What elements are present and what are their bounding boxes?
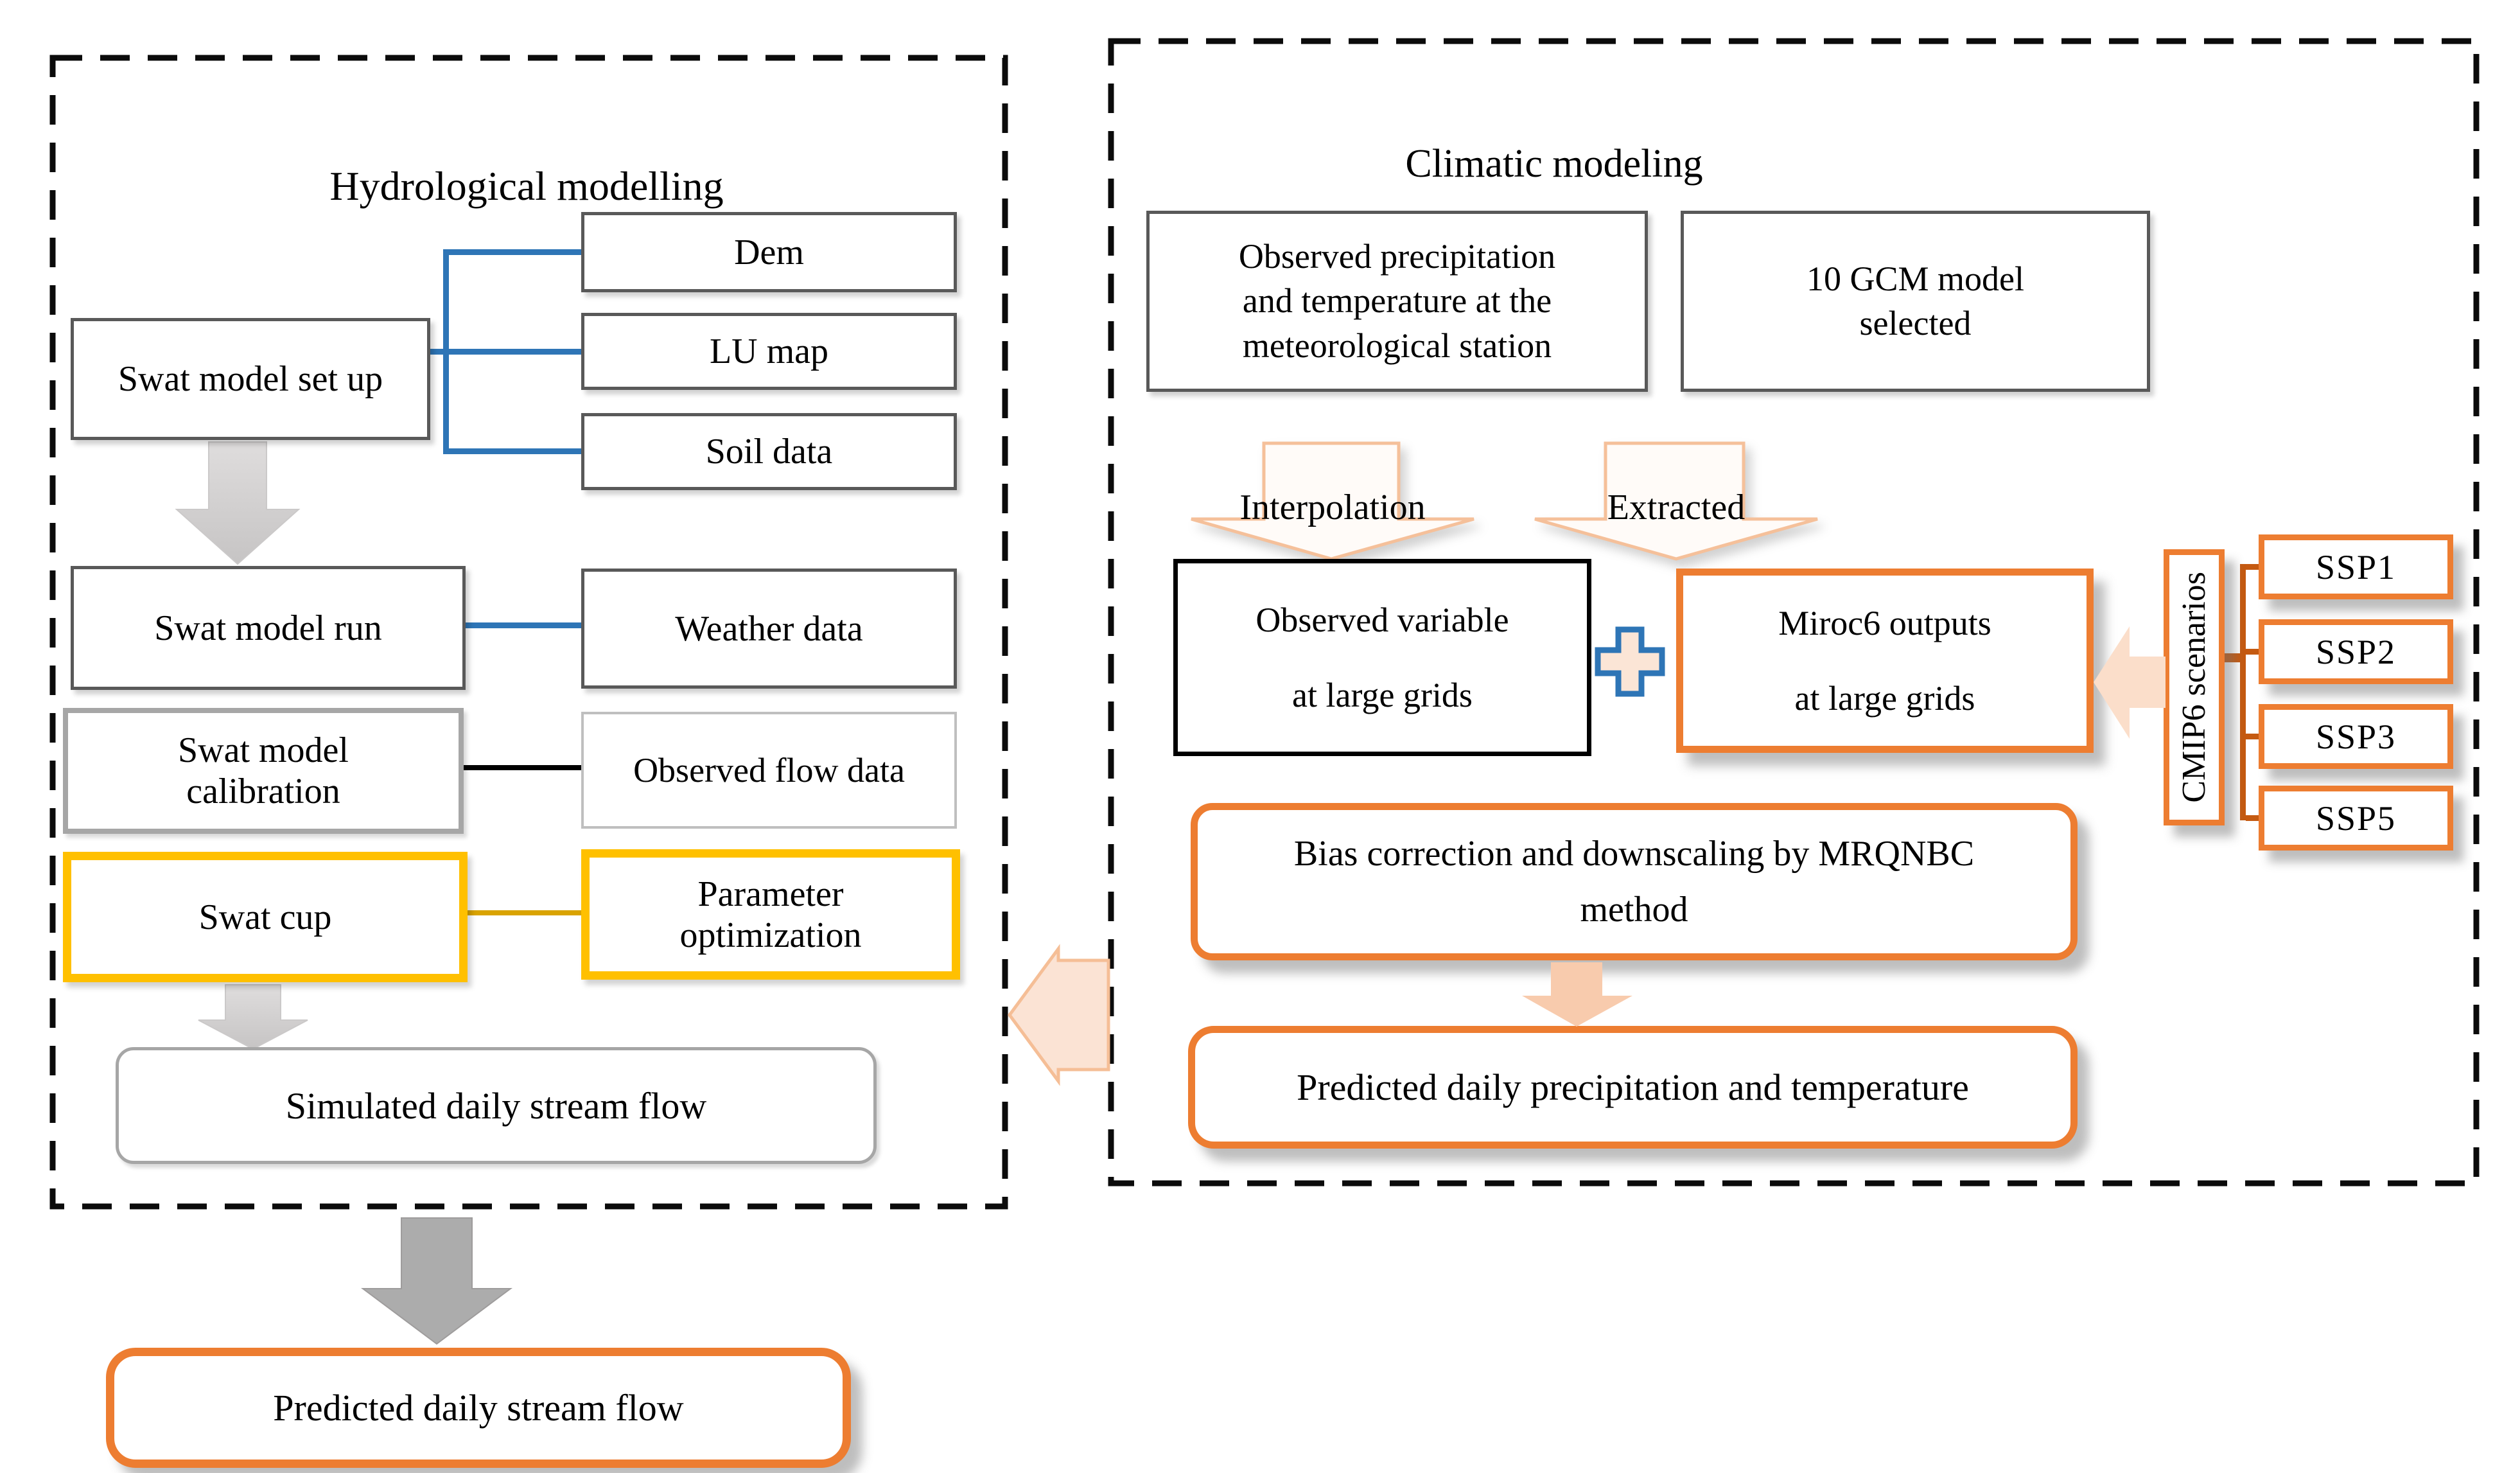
ssp5-label: SSP5 — [2315, 798, 2397, 838]
ssp3-box: SSP3 — [2259, 704, 2453, 769]
observed-precipitation-line1: Observed precipitation — [1238, 237, 1556, 276]
down-arrow-icon — [1522, 962, 1632, 1027]
lu-map-box: LU map — [581, 313, 957, 390]
extracted-label: Extracted — [1607, 488, 1746, 527]
ssp3-bracket-stub — [2246, 734, 2260, 739]
soil-data-box: Soil data — [581, 413, 957, 490]
swat-model-run-label: Swat model run — [154, 608, 382, 648]
plus-icon — [1595, 626, 1665, 697]
hydrological-group-border — [49, 55, 1008, 1210]
setup-soil-connector — [446, 448, 581, 454]
lu-map-label: LU map — [709, 331, 829, 371]
miroc6-outputs-box: Miroc6 outputs at large grids — [1676, 569, 2094, 753]
left-arrow-icon — [2094, 626, 2166, 739]
setup-dem-connector — [446, 249, 581, 255]
interpolation-label: Interpolation — [1239, 488, 1426, 527]
predicted-daily-stream-flow-label: Predicted daily stream flow — [273, 1387, 684, 1429]
calibration-observedflow-connector — [464, 765, 581, 770]
bias-correction-line2: method — [1580, 889, 1688, 930]
observed-flow-data-box: Observed flow data — [581, 712, 957, 829]
down-arrow-icon — [198, 984, 308, 1050]
gcm-model-selected-box: 10 GCM model selected — [1681, 211, 2150, 392]
bias-correction-line1: Bias correction and downscaling by MRQNB… — [1293, 833, 1975, 874]
parameter-optimization-line1: Parameter — [697, 874, 844, 914]
ssp2-box: SSP2 — [2259, 619, 2453, 684]
setup-lumap-connector — [430, 349, 581, 355]
observed-variable-box: Observed variable at large grids — [1173, 559, 1591, 756]
predicted-daily-precipitation-box: Predicted daily precipitation and temper… — [1188, 1026, 2078, 1149]
miroc6-line1: Miroc6 outputs — [1778, 604, 1991, 643]
ssp1-bracket-stub — [2246, 564, 2260, 570]
left-arrow-icon — [1007, 944, 1110, 1086]
ssp5-bracket-stub — [2246, 815, 2260, 821]
calibration-label-line2: calibration — [186, 772, 340, 811]
bias-correction-box: Bias correction and downscaling by MRQNB… — [1191, 803, 2078, 960]
ssp2-label: SSP2 — [2315, 632, 2397, 671]
ssp2-bracket-stub — [2246, 649, 2260, 655]
down-arrow-icon — [360, 1217, 513, 1345]
dem-label: Dem — [734, 232, 804, 272]
parameter-optimization-line2: optimization — [679, 915, 862, 955]
observed-precipitation-line3: meteorological station — [1242, 326, 1552, 365]
dem-box: Dem — [581, 212, 957, 292]
extracted-arrow-icon — [1534, 441, 1818, 561]
observed-precipitation-line2: and temperature at the — [1242, 281, 1552, 321]
cmip6-bracket-stub — [2225, 653, 2241, 662]
ssp1-label: SSP1 — [2315, 547, 2397, 587]
hydrological-section-title: Hydrological modelling — [329, 163, 724, 209]
swat-model-setup-label: Swat model set up — [118, 359, 383, 399]
climatic-section-title: Climatic modeling — [1405, 141, 1703, 186]
swat-cup-box: Swat cup — [63, 852, 468, 982]
interpolation-arrow-icon — [1191, 441, 1474, 561]
swat-model-run-box: Swat model run — [71, 566, 466, 690]
gcm-line2: selected — [1859, 304, 1972, 342]
calibration-label-line1: Swat model — [178, 730, 349, 770]
observed-variable-line1: Observed variable — [1256, 601, 1509, 640]
soil-data-label: Soil data — [705, 432, 833, 472]
miroc6-line2: at large grids — [1794, 678, 1975, 718]
simulated-daily-stream-flow-label: Simulated daily stream flow — [285, 1084, 707, 1127]
ssp3-label: SSP3 — [2315, 717, 2397, 756]
swat-cup-label: Swat cup — [198, 897, 332, 937]
swat-model-setup-box: Swat model set up — [71, 318, 430, 440]
climatic-group-border — [1108, 38, 2480, 1186]
ssp5-box: SSP5 — [2259, 786, 2453, 851]
ssp-bracket-vertical — [2240, 564, 2246, 820]
predicted-daily-stream-flow-box: Predicted daily stream flow — [106, 1348, 851, 1468]
observed-flow-data-label: Observed flow data — [633, 751, 905, 789]
weather-data-label: Weather data — [675, 608, 863, 649]
ssp1-box: SSP1 — [2259, 534, 2453, 599]
observed-precipitation-box: Observed precipitation and temperature at… — [1146, 211, 1648, 392]
run-weather-connector — [466, 622, 581, 628]
observed-variable-line2: at large grids — [1292, 675, 1473, 714]
predicted-daily-precipitation-label: Predicted daily precipitation and temper… — [1297, 1066, 1969, 1108]
cmip6-scenarios-box: CMIP6 scenarios — [2164, 549, 2225, 825]
weather-data-box: Weather data — [581, 569, 957, 689]
down-arrow-icon — [175, 441, 301, 565]
gcm-line1: 10 GCM model — [1806, 259, 2024, 298]
swatcup-parameter-connector — [468, 910, 581, 915]
cmip6-scenarios-label: CMIP6 scenarios — [2176, 572, 2212, 803]
simulated-daily-stream-flow-box: Simulated daily stream flow — [116, 1047, 877, 1164]
